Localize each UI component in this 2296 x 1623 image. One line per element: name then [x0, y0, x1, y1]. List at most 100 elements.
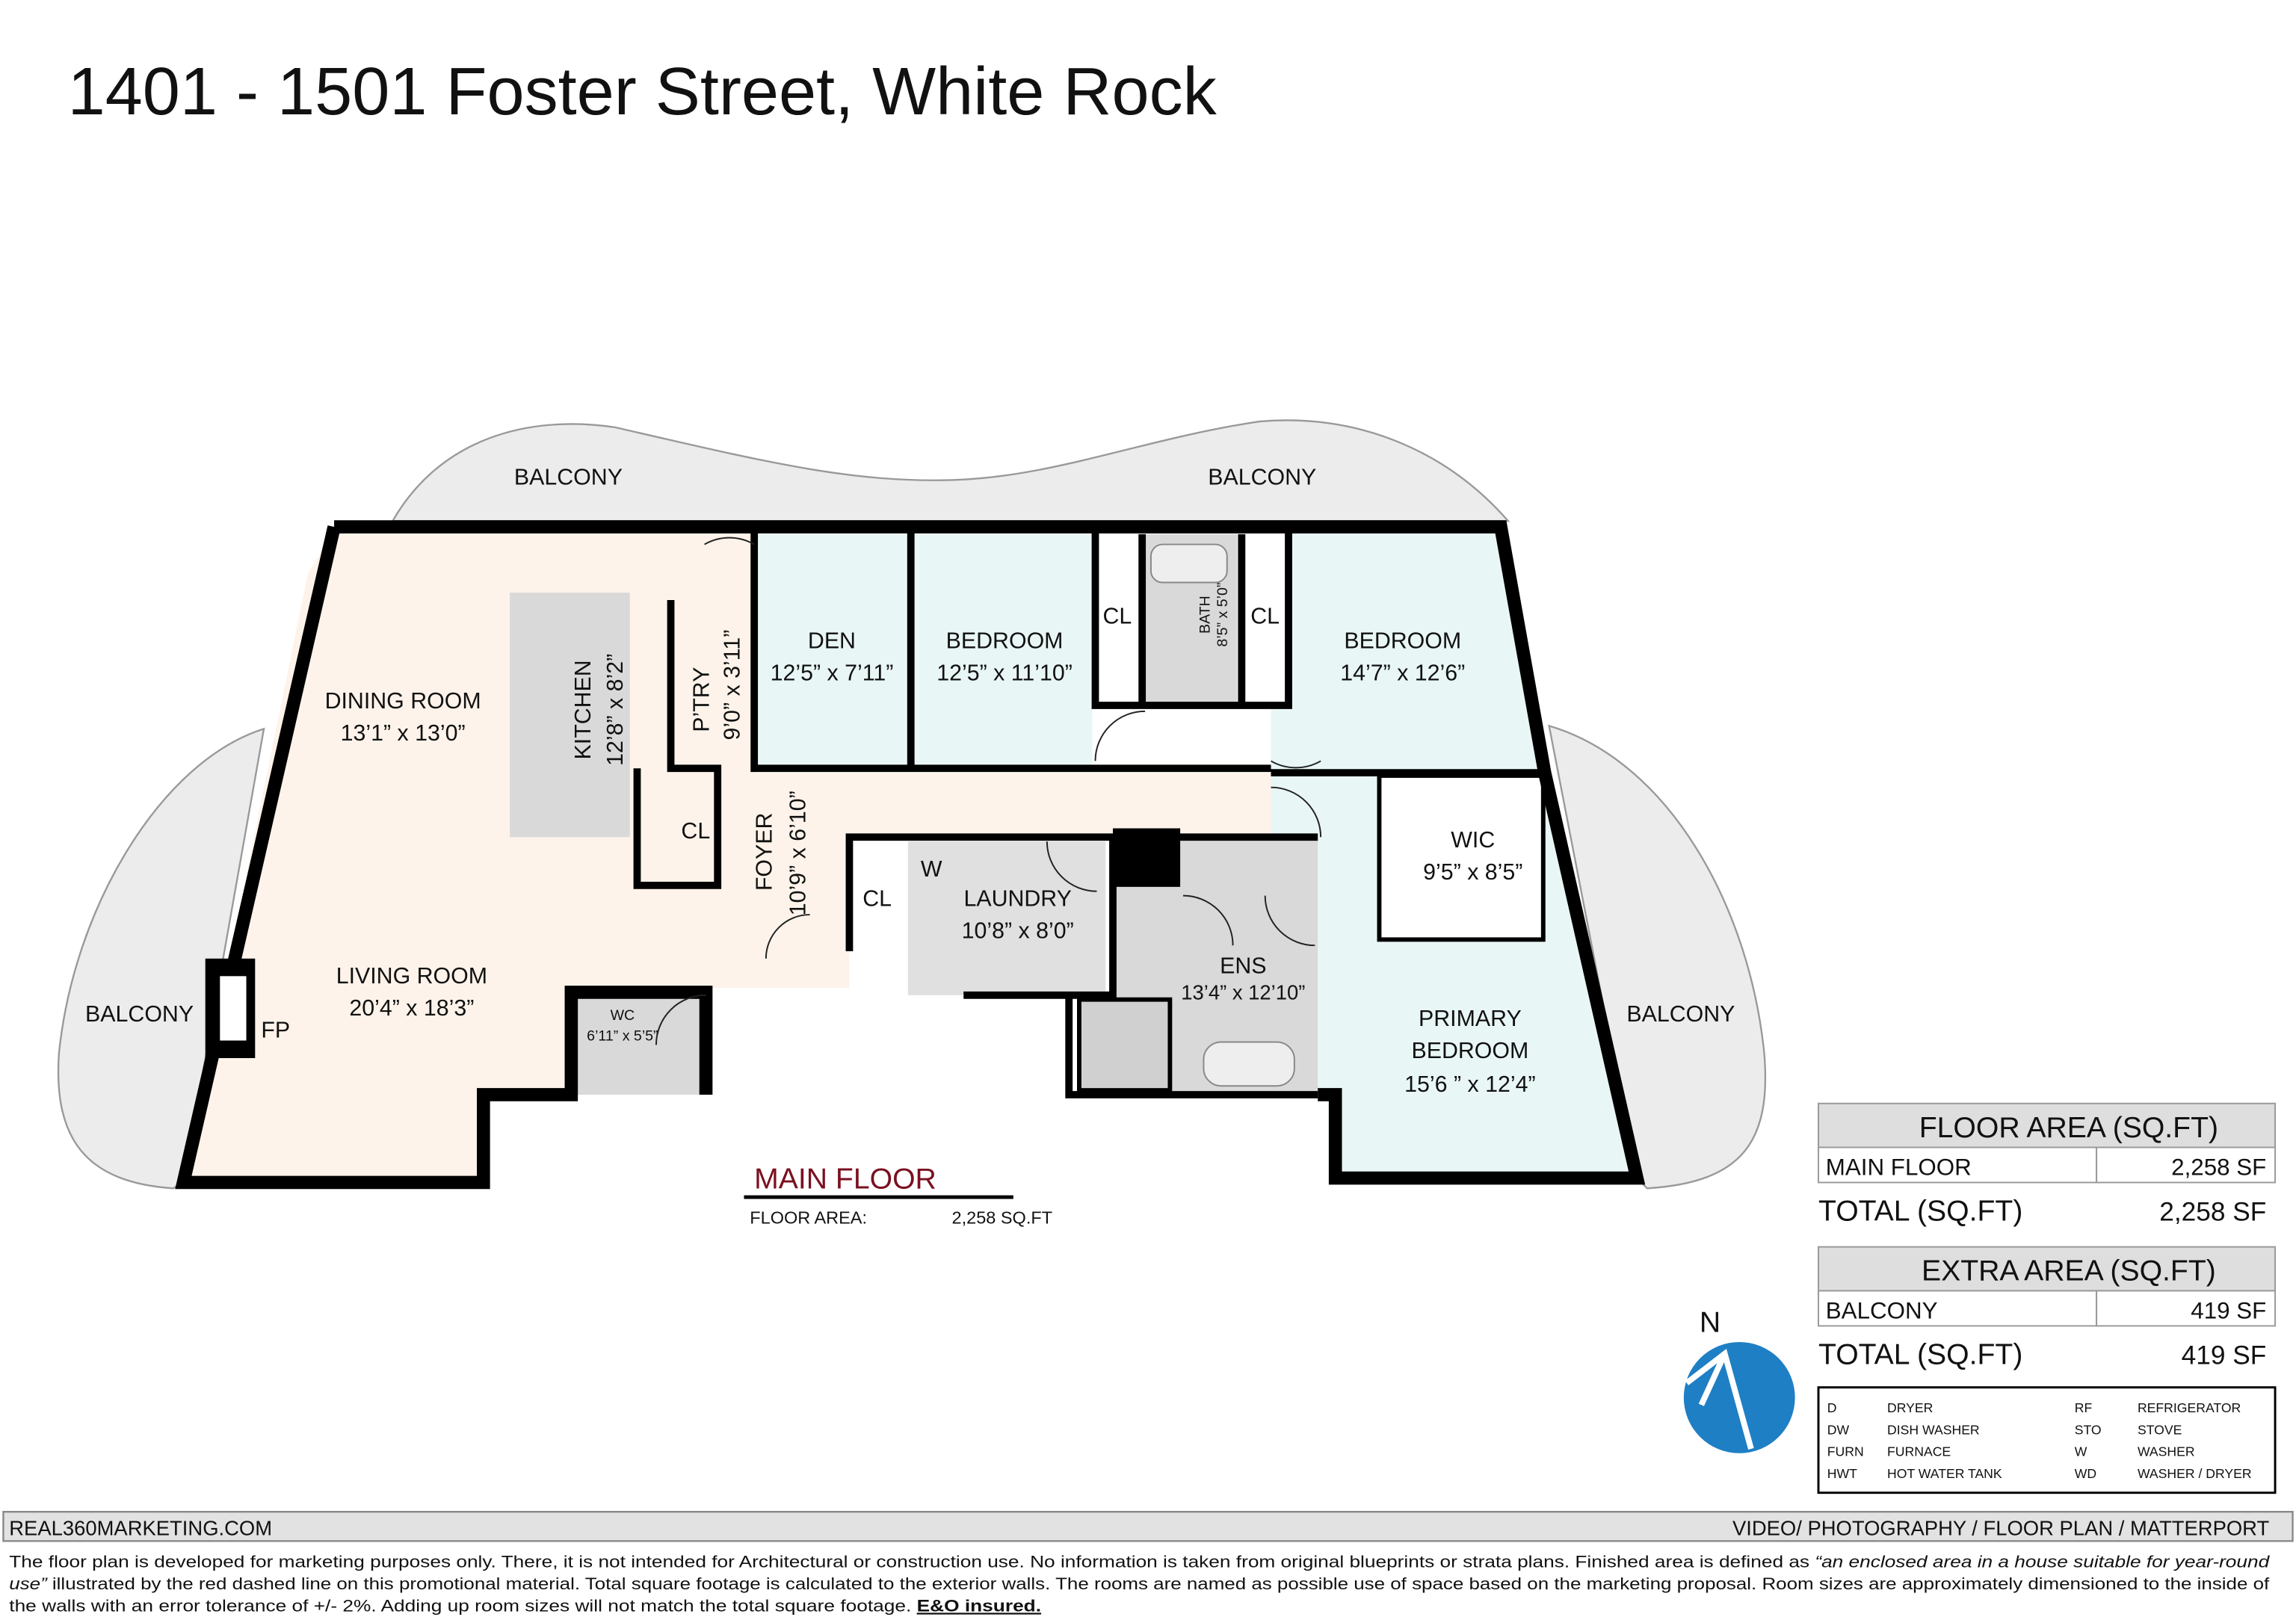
wc-area — [574, 992, 706, 1095]
ensuite-dims: 13’4” x 12’10” — [1181, 981, 1305, 1004]
walls — [175, 520, 1646, 1190]
floor-area-value: 2,258 SQ.FT — [952, 1208, 1053, 1227]
balcony-left — [57, 727, 265, 1190]
disclaimer-text: the walls with an error tolerance of +/-… — [9, 1596, 916, 1615]
door-swing — [1264, 895, 1315, 947]
disclaimer-text: The floor plan is developed for marketin… — [9, 1553, 1815, 1571]
table-header-bg — [1818, 1102, 2277, 1149]
compass-arrow-icon — [1685, 1348, 1754, 1450]
disclaimer-italic: use” — [9, 1574, 48, 1593]
balcony-top — [391, 419, 1510, 522]
legend-code: STO — [2075, 1422, 2102, 1437]
eo-insured-text: E&O insured. — [917, 1596, 1041, 1615]
table-total-label: TOTAL (SQ.FT) — [1818, 1338, 2022, 1370]
primary-bedroom-label-2: BEDROOM — [1411, 1039, 1528, 1063]
table-total-value: 2,258 SF — [2159, 1197, 2266, 1226]
den-label: DEN — [808, 629, 856, 654]
table-row-label: MAIN FLOOR — [1826, 1154, 1972, 1181]
footer: REAL360MARKETING.COM VIDEO/ PHOTOGRAPHY … — [2, 1510, 2294, 1615]
bedroom-label: BEDROOM — [946, 629, 1064, 654]
balconies — [57, 419, 1767, 1190]
wall-ensuite — [1065, 995, 1318, 1098]
legend-code: RF — [2075, 1400, 2093, 1415]
disclaimer-line-3: the walls with an error tolerance of +/-… — [9, 1596, 1041, 1615]
table-row-label: BALCONY — [1826, 1298, 1938, 1324]
kitchen-island — [510, 593, 630, 838]
den-dims: 12’5” x 7’11” — [771, 661, 894, 686]
legend-code: D — [1827, 1400, 1837, 1415]
living-dining-area — [183, 529, 1271, 1183]
fireplace-label: FP — [261, 1018, 290, 1043]
table-header-bg — [1818, 1246, 2277, 1292]
bedroom-label: BEDROOM — [1344, 629, 1461, 654]
table-header: EXTRA AREA (SQ.FT) — [1922, 1255, 2216, 1287]
legend-meaning: REFRIGERATOR — [2138, 1400, 2241, 1415]
washer-label: W — [921, 857, 942, 882]
door-swing — [1046, 841, 1097, 892]
bathtub — [1203, 1041, 1295, 1087]
table-cell — [2096, 1290, 2277, 1327]
living-room-label: LIVING ROOM — [336, 964, 487, 989]
bedroom-area — [910, 534, 1093, 769]
bedroom-dims: 12’5” x 11’10” — [936, 661, 1073, 686]
wic-dims: 9’5” x 8’5” — [1423, 860, 1522, 885]
laundry-dims: 10’8” x 8’0” — [962, 918, 1074, 943]
disclaimer-line-1: The floor plan is developed for marketin… — [9, 1553, 2271, 1571]
wic-area — [1377, 773, 1546, 942]
living-room-dims: 20’4” x 18’3” — [349, 996, 474, 1021]
bedroom-right-area — [1271, 529, 1545, 773]
table-row-value: 419 SF — [2191, 1298, 2266, 1324]
door-swing — [704, 537, 755, 545]
bath-dims: 8’5” x 5’0” — [1215, 583, 1231, 647]
closet-label: CL — [862, 886, 892, 911]
closet-b-area — [1244, 534, 1286, 706]
table-cell — [1818, 1146, 2098, 1184]
services-text: VIDEO/ PHOTOGRAPHY / FLOOR PLAN / MATTER… — [1732, 1516, 2270, 1539]
kitchen-dims: 12’8” x 8’2” — [603, 654, 628, 766]
floor-area-label: FLOOR AREA: — [750, 1208, 867, 1227]
door-swing — [1094, 710, 1146, 761]
legend-meaning: FURNACE — [1887, 1444, 1951, 1459]
room-fills — [183, 529, 1638, 1183]
wall-pantry-closet — [633, 599, 722, 889]
balcony-label: BALCONY — [514, 465, 623, 489]
door-swing — [655, 994, 706, 1045]
balcony-label: BALCONY — [1208, 465, 1316, 489]
legend-code: WD — [2075, 1466, 2096, 1481]
legend-meaning: DRYER — [1887, 1400, 1933, 1415]
disclaimer-line-2: use” illustrated by the red dashed line … — [9, 1574, 2270, 1593]
disclaimer-italic: “an enclosed area in a house suitable fo… — [1815, 1553, 2271, 1571]
wc-dims: 6’11” x 5’5” — [587, 1028, 658, 1045]
pantry-dims: 9’0” x 3’11” — [720, 630, 745, 741]
north-compass: N — [1683, 1306, 1795, 1453]
door-swing — [1271, 760, 1321, 769]
extra-area-table: EXTRA AREA (SQ.FT) BALCONY 419 SF TOTAL … — [1818, 1246, 2277, 1370]
bathtub-small — [1149, 543, 1228, 584]
website-link[interactable]: REAL360MARKETING.COM — [9, 1516, 272, 1539]
closet-label: CL — [681, 819, 710, 844]
floor-area-table: FLOOR AREA (SQ.FT) MAIN FLOOR 2,258 SF T… — [1818, 1102, 2277, 1227]
outer-wall-right — [334, 520, 1646, 1185]
floor-label: MAIN FLOOR FLOOR AREA: 2,258 SQ.FT — [744, 1163, 1052, 1227]
table-header: FLOOR AREA (SQ.FT) — [1919, 1112, 2218, 1144]
wall-laundry-bottom — [963, 837, 1117, 999]
den-area — [754, 534, 911, 769]
table-total-label: TOTAL (SQ.FT) — [1818, 1195, 2022, 1227]
laundry-label: LAUNDRY — [963, 886, 1071, 911]
column — [1112, 828, 1181, 887]
ensuite-label: ENS — [1220, 953, 1266, 978]
legend-meaning: WASHER / DRYER — [2138, 1466, 2252, 1481]
foyer-label: FOYER — [753, 813, 777, 891]
dining-room-label: DINING ROOM — [325, 689, 481, 714]
legend-meaning: HOT WATER TANK — [1887, 1466, 2002, 1481]
fireplace-opening — [220, 976, 247, 1041]
foyer-dims: 10’9” x 6’10” — [786, 791, 811, 915]
wall-bath — [1091, 529, 1292, 709]
doors — [655, 537, 1322, 1045]
shower — [1077, 997, 1173, 1093]
legend-code: FURN — [1827, 1444, 1864, 1459]
abbreviation-legend: D DRYER DW DISH WASHER FURN FURNACE HWT … — [1817, 1386, 2277, 1494]
room-labels: BALCONY BALCONY BALCONY BALCONY DINING R… — [85, 465, 1735, 1097]
laundry-area — [907, 841, 1106, 995]
outer-wall-left — [175, 525, 713, 1190]
